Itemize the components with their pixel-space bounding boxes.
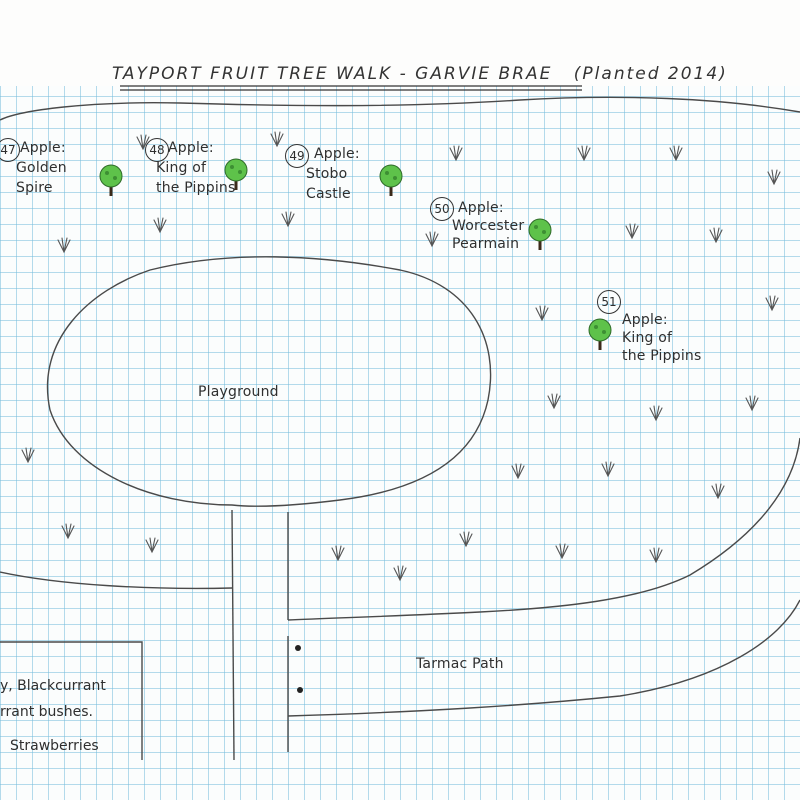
shrub-icon (136, 134, 150, 151)
tree-number-badge: 48 (145, 138, 169, 162)
shrub-icon (61, 523, 75, 540)
tree-variety-line1: Worcester (452, 218, 525, 234)
map-subtitle: (Planted 2014) (573, 64, 728, 84)
tree-variety-line2: the Pippins (156, 180, 236, 196)
shrub-icon (449, 145, 463, 162)
park-boundary-left-bottom (0, 571, 233, 590)
shrub-icon (459, 531, 473, 548)
park-boundary-right (287, 437, 800, 621)
tree-variety-line2: the Pippins (622, 348, 702, 364)
shrub-icon (649, 405, 663, 422)
tree-label: Apple: King of the Pippins (156, 140, 235, 196)
shrub-icon (145, 537, 159, 554)
legend-line: rrant bushes. (0, 704, 93, 720)
tree-label: Apple: Golden Spire (16, 140, 67, 196)
map-title-text: TAYPORT FRUIT TREE WALK - GARVIE BRAE (112, 64, 553, 84)
tree-label: Apple: King of the Pippins (622, 312, 701, 364)
shrub-icon (745, 395, 759, 412)
tree-variety-line1: King of (622, 330, 673, 346)
shrub-icon (425, 231, 439, 248)
playground-label: Playground (198, 384, 279, 400)
shrub-icon (711, 483, 725, 500)
legend-box (0, 641, 143, 760)
shrub-icon (577, 145, 591, 162)
legend-line: y, Blackcurrant (0, 678, 106, 694)
shrub-icon (270, 131, 284, 148)
shrub-icon (601, 461, 615, 478)
apple-tree-icon (99, 164, 123, 196)
tarmac-path-label: Tarmac Path (416, 656, 504, 672)
bench-dot (297, 687, 303, 693)
tree-variety-line1: Stobo (306, 166, 348, 182)
shrub-icon (669, 145, 683, 162)
tree-number-badge: 49 (285, 144, 309, 168)
shrub-icon (535, 305, 549, 322)
shrub-icon (555, 543, 569, 560)
bench-dot (295, 645, 301, 651)
shrub-icon (547, 393, 561, 410)
shrub-icon (709, 227, 723, 244)
shrub-marks (21, 131, 781, 582)
shrub-icon (767, 169, 781, 186)
tree-label: Apple: Stobo Castle (306, 146, 360, 202)
shrub-icon (281, 211, 295, 228)
shrub-icon (153, 217, 167, 234)
tree-type: Apple: (458, 200, 504, 216)
shrub-icon (57, 237, 71, 254)
legend-line: Strawberries (10, 738, 99, 754)
tree-variety-line2: Pearmain (452, 236, 520, 252)
path-edge-left-vertical (231, 509, 235, 761)
shrub-icon (765, 295, 779, 312)
shrub-icon (649, 547, 663, 564)
park-boundary (0, 96, 800, 121)
tree-variety-line2: Castle (306, 186, 351, 202)
shrub-icon (331, 545, 345, 562)
tree-variety-line1: Golden (16, 160, 67, 176)
apple-tree-icon (224, 158, 248, 190)
tree-label: Apple: Worcester Pearmain (452, 200, 524, 252)
apple-tree-icon (528, 218, 552, 250)
playground-outline (46, 256, 492, 507)
apple-tree-icon (379, 164, 403, 196)
tree-type: Apple: (622, 312, 668, 328)
shrub-icon (511, 463, 525, 480)
tree-number-badge: 50 (430, 197, 454, 221)
shrub-icon (393, 565, 407, 582)
tree-type: Apple: (168, 140, 214, 156)
tree-variety-line2: Spire (16, 180, 53, 196)
tree-type: Apple: (20, 140, 66, 156)
tree-number-badge: 51 (597, 290, 621, 314)
tree-type: Apple: (314, 146, 360, 162)
path-edge-lower-right (287, 599, 800, 717)
apple-tree-icon (588, 318, 612, 350)
tree-number-badge: 47 (0, 138, 20, 162)
tree-variety-line1: King of (156, 160, 207, 176)
shrub-icon (625, 223, 639, 240)
paper-header-area (0, 0, 800, 86)
shrub-icon (21, 447, 35, 464)
map-title: TAYPORT FRUIT TREE WALK - GARVIE BRAE (P… (112, 64, 752, 84)
